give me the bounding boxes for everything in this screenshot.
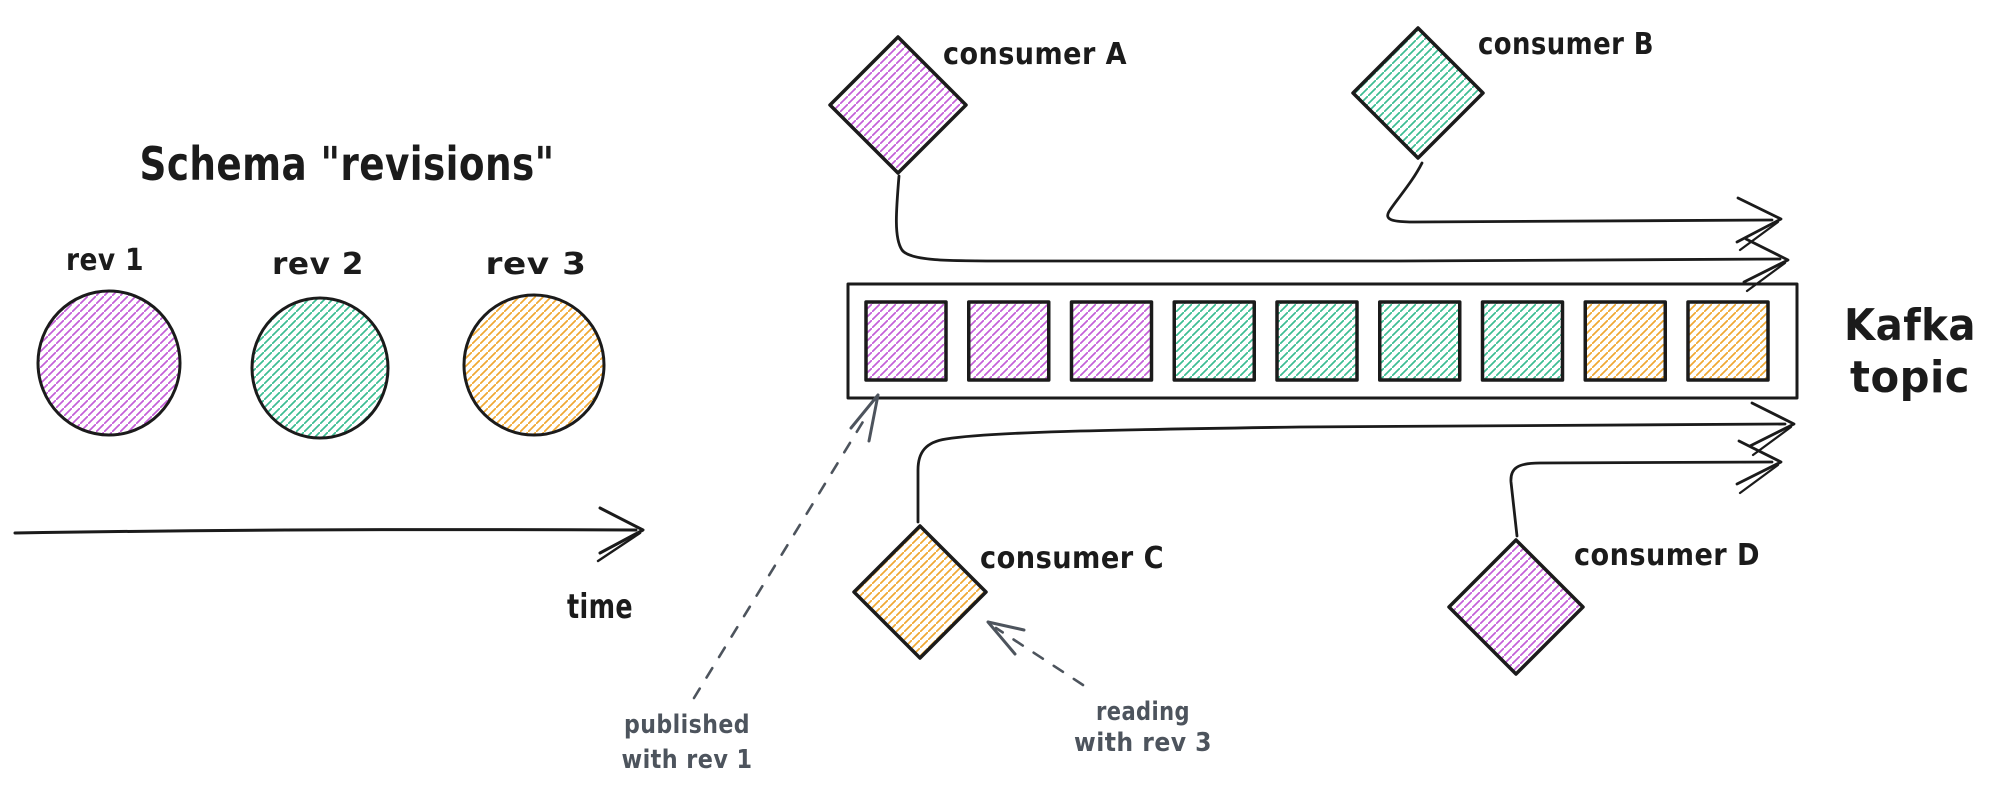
consumer-a: consumer A [828,35,1790,293]
kafka-topic-box [846,282,1799,400]
kafka-topic-label-line2: topic [1850,352,1970,403]
time-arrow [13,506,645,563]
rev1-circle [36,289,182,437]
reading-dashed-arrow [994,626,1085,687]
consumer-a-diamond [828,35,968,175]
consumer-c-label: consumer C [980,541,1164,576]
published-arrowhead [849,393,880,443]
time-label: time [567,587,633,627]
rev2-label: rev 2 [272,247,364,282]
consumer-d-arrow [1509,460,1774,538]
kafka-message-square-4 [1172,300,1256,382]
published-dashed-arrow [692,418,866,700]
consumer-a-arrow [894,174,1782,263]
consumer-c-arrowhead [1748,401,1796,448]
reading-label-line2: with rev 3 [1074,728,1212,758]
rev3-label: rev 3 [486,247,587,282]
kafka-message-square-5 [1275,300,1359,382]
kafka-message-square-7 [1480,300,1565,382]
consumer-a-label: consumer A [943,37,1127,72]
consumer-b-arrow [1386,161,1774,224]
consumer-d-label: consumer D [1574,538,1760,573]
consumer-a-arrowhead [1742,237,1790,284]
kafka-message-square-2 [967,300,1051,382]
consumer-b: consumer B [1351,26,1783,252]
consumer-d-diamond [1447,538,1585,676]
published-label-line1: published [624,710,750,740]
kafka-topic: Kafka topic [846,282,1976,403]
kafka-topic-messages [864,300,1770,382]
rev3-circle [462,293,606,437]
consumer-c-arrow [916,422,1787,524]
rev2-circle [250,296,390,440]
kafka-message-square-3 [1069,300,1154,382]
annotation-reading: reading with rev 3 [986,620,1212,758]
kafka-message-square-6 [1378,300,1462,382]
reading-arrowhead [986,620,1026,656]
consumer-d: consumer D [1447,439,1783,676]
consumer-c: consumer C [852,401,1796,660]
consumer-b-label: consumer B [1478,27,1654,62]
rev1-label: rev 1 [66,243,144,278]
kafka-message-square-8 [1583,300,1667,382]
consumer-d-arrowhead [1735,439,1783,486]
kafka-message-square-1 [864,300,948,382]
consumer-b-diamond [1351,26,1485,160]
consumer-b-arrowhead [1735,196,1783,244]
kafka-topic-label-line1: Kafka [1844,300,1976,351]
annotation-published: published with rev 1 [622,393,880,775]
consumer-c-diamond [852,524,988,660]
published-label-line2: with rev 1 [622,745,753,775]
diagram-title: Schema "revisions" [140,137,555,191]
kafka-message-square-9 [1686,300,1770,382]
schema-revisions-section: Schema "revisions" rev 1 rev 2 rev 3 tim… [13,137,645,627]
reading-label-line1: reading [1096,697,1190,727]
